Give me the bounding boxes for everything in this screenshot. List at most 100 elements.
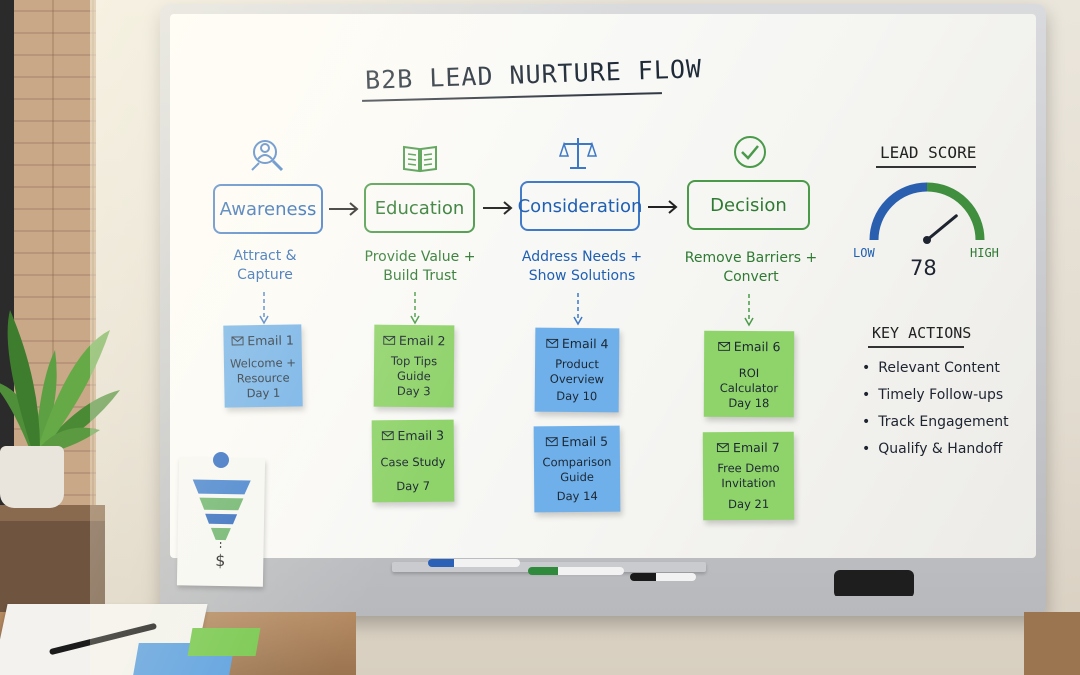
note-email-label: Email 3 xyxy=(397,427,445,444)
note-email-line: Email 6 xyxy=(717,338,781,355)
magnifier-person-icon xyxy=(251,140,284,172)
envelope-icon xyxy=(382,335,395,345)
dollar-symbol: $ xyxy=(215,551,226,570)
stage-consideration: Consideration xyxy=(518,181,642,231)
description-line: Capture xyxy=(237,267,293,283)
note-email-label: Email 2 xyxy=(398,332,446,349)
key-action-item: Track Engagement xyxy=(862,409,1008,436)
dashed-arrow-decision xyxy=(744,294,754,327)
plant-leaves-icon xyxy=(0,310,120,454)
note-email-label: Email 7 xyxy=(732,439,780,456)
sticky-note-email-4: Email 4 Product Overview Day 10 xyxy=(534,327,620,413)
lead-score-title: LEAD SCORE xyxy=(880,143,977,162)
key-actions-title: KEY ACTIONS xyxy=(872,324,972,342)
eraser-ledge xyxy=(828,596,918,604)
note-line: Case Study xyxy=(380,454,446,470)
envelope-icon xyxy=(545,338,558,348)
note-line: Guide xyxy=(396,368,431,384)
sticky-note-email-2: Email 2 Top Tips Guide Day 3 xyxy=(373,324,455,408)
gauge-low-label: LOW xyxy=(853,246,875,260)
push-pin xyxy=(213,452,229,468)
stage-decision: Decision xyxy=(687,180,810,230)
funnel-paper: $ xyxy=(176,457,266,587)
whiteboard-eraser[interactable] xyxy=(834,570,914,598)
key-action-item: Timely Follow-ups xyxy=(862,382,1009,409)
stage-description-education: Provide Value + Build Trust xyxy=(355,248,485,286)
note-day: Day 3 xyxy=(396,383,431,399)
gauge-arc-low xyxy=(869,182,928,241)
wooden-shelf xyxy=(0,505,105,521)
note-day: Day 10 xyxy=(556,388,598,404)
gauge-needle xyxy=(925,214,958,242)
note-day: Day 14 xyxy=(556,488,598,504)
description-line: Convert xyxy=(723,269,779,285)
note-email-line: Email 2 xyxy=(382,332,446,349)
sticky-note-email-3: Email 3 Case Study Day 7 xyxy=(371,419,455,503)
stage-description-decision: Remove Barriers + Convert xyxy=(680,249,822,287)
key-actions-list: Relevant Content Timely Follow-ups Track… xyxy=(862,355,1009,463)
description-line: Provide Value + xyxy=(364,249,476,265)
key-action-item: Relevant Content xyxy=(862,355,1009,382)
sticky-note-email-1: Email 1 Welcome + Resource Day 1 xyxy=(223,324,303,408)
sticky-note-email-7: Email 7 Free Demo Invitation Day 21 xyxy=(702,431,795,521)
key-actions-underline xyxy=(868,346,964,348)
note-email-label: Email 5 xyxy=(561,433,609,450)
note-line: ROI Calculator xyxy=(719,365,779,396)
envelope-icon xyxy=(381,431,394,441)
plant-pot xyxy=(0,446,64,508)
note-email-line: Email 1 xyxy=(231,332,294,348)
note-line: Top Tips xyxy=(390,353,438,369)
flow-arrow-3 xyxy=(648,200,678,214)
note-day: Day 1 xyxy=(246,385,281,401)
description-line: Show Solutions xyxy=(528,268,636,284)
note-email-line: Email 7 xyxy=(717,440,780,455)
dashed-arrow-awareness xyxy=(259,292,269,325)
note-email-label: Email 4 xyxy=(561,335,609,352)
note-day: Day 21 xyxy=(728,496,770,512)
check-circle-icon xyxy=(734,136,766,168)
side-cabinet xyxy=(1024,612,1080,675)
gauge-high-label: HIGH xyxy=(970,246,999,260)
note-email-label: Email 1 xyxy=(247,332,294,349)
description-line: Address Needs + xyxy=(521,249,643,265)
note-email-line: Email 4 xyxy=(545,335,609,352)
note-day: Day 18 xyxy=(728,395,770,411)
note-line: Free Demo xyxy=(717,460,780,476)
note-line: Product xyxy=(555,356,599,372)
envelope-icon xyxy=(545,437,558,447)
note-line: Overview xyxy=(549,371,605,387)
flow-arrow-2 xyxy=(483,201,513,215)
gauge-arc-high xyxy=(926,182,985,241)
sticky-note-email-6: Email 6 ROI Calculator Day 18 xyxy=(703,330,795,418)
note-email-line: Email 5 xyxy=(545,434,608,450)
note-email-label: Email 6 xyxy=(733,338,781,355)
open-book-icon xyxy=(403,145,437,173)
green-sticky-pad xyxy=(187,628,261,656)
blue-marker[interactable] xyxy=(428,559,520,567)
note-day: Day 7 xyxy=(396,478,431,494)
sticky-note-email-5: Email 5 Comparison Guide Day 14 xyxy=(533,425,621,513)
black-marker[interactable] xyxy=(630,573,696,581)
note-line: Guide xyxy=(560,469,595,485)
key-action-item: Qualify & Handoff xyxy=(862,436,1009,463)
green-marker[interactable] xyxy=(528,567,624,575)
description-line: Build Trust xyxy=(383,268,457,284)
balance-scale-icon xyxy=(558,138,598,169)
stage-description-consideration: Address Needs + Show Solutions xyxy=(514,248,650,286)
dashed-arrow-consideration xyxy=(573,293,583,326)
note-email-line: Email 3 xyxy=(381,428,444,444)
lead-score-value: 78 xyxy=(910,256,937,280)
envelope-icon xyxy=(231,336,244,346)
stage-education: Education xyxy=(364,183,475,233)
envelope-icon xyxy=(717,443,730,453)
note-line: Invitation xyxy=(721,475,776,491)
description-line: Remove Barriers + xyxy=(684,250,818,266)
note-line: Resource xyxy=(236,370,290,386)
note-line: Welcome + xyxy=(229,355,297,371)
dashed-arrow-education xyxy=(410,292,420,325)
funnel-icon: $ xyxy=(192,479,251,570)
stage-awareness: Awareness xyxy=(213,184,323,234)
lead-score-gauge xyxy=(869,182,985,244)
description-line: Attract & xyxy=(233,248,297,264)
envelope-icon xyxy=(717,341,730,351)
